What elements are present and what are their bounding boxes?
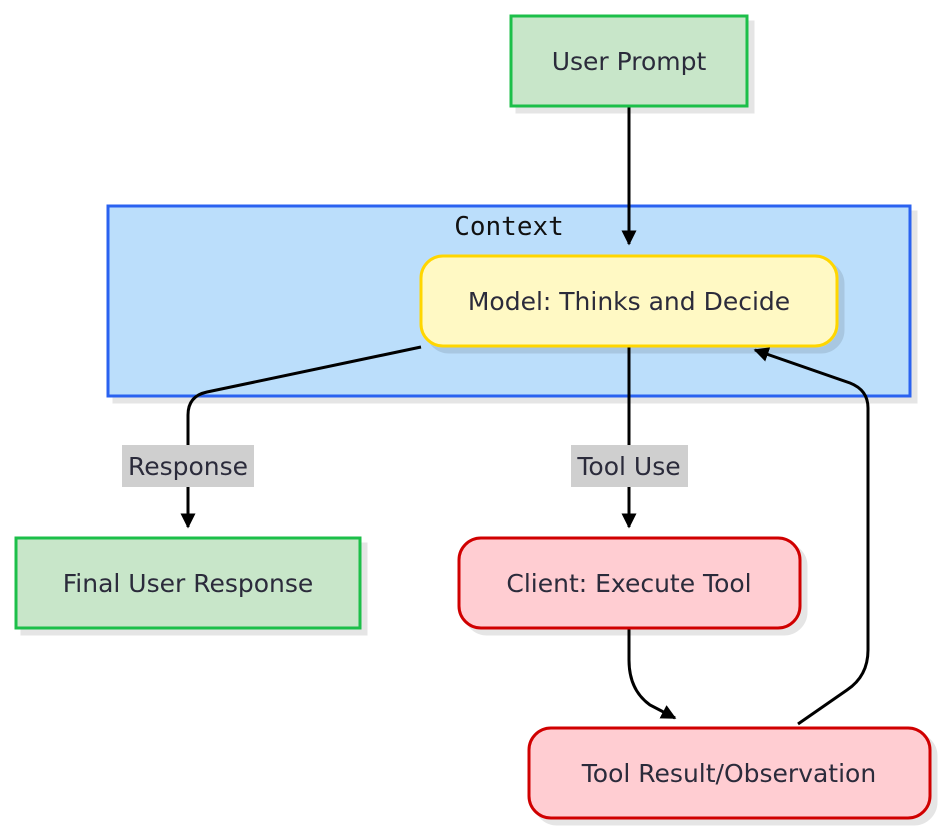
- node-client: Client: Execute Tool: [457, 536, 802, 630]
- edge-result-to-model: [753, 347, 870, 726]
- model-text: Model: Thinks and Decide: [468, 287, 790, 316]
- edge-model-to-final-response: [180, 345, 422, 529]
- edges: [180, 107, 870, 726]
- node-user-prompt: User Prompt: [509, 14, 749, 108]
- response-label: Response: [128, 452, 248, 481]
- context-label: Context: [454, 212, 564, 242]
- edge-label-tool-use: Tool Use: [571, 445, 688, 487]
- node-tool-result: Tool Result/Observation: [527, 726, 932, 820]
- edge-client-to-result: [627, 629, 677, 720]
- tool-use-label: Tool Use: [576, 452, 680, 481]
- edge-label-response: Response: [122, 445, 254, 487]
- node-final-response: Final User Response: [14, 536, 362, 630]
- client-text: Client: Execute Tool: [506, 569, 751, 598]
- final-response-text: Final User Response: [63, 569, 314, 598]
- user-prompt-text: User Prompt: [552, 47, 707, 76]
- node-model: Model: Thinks and Decide: [419, 254, 839, 348]
- tool-result-text: Tool Result/Observation: [581, 759, 876, 788]
